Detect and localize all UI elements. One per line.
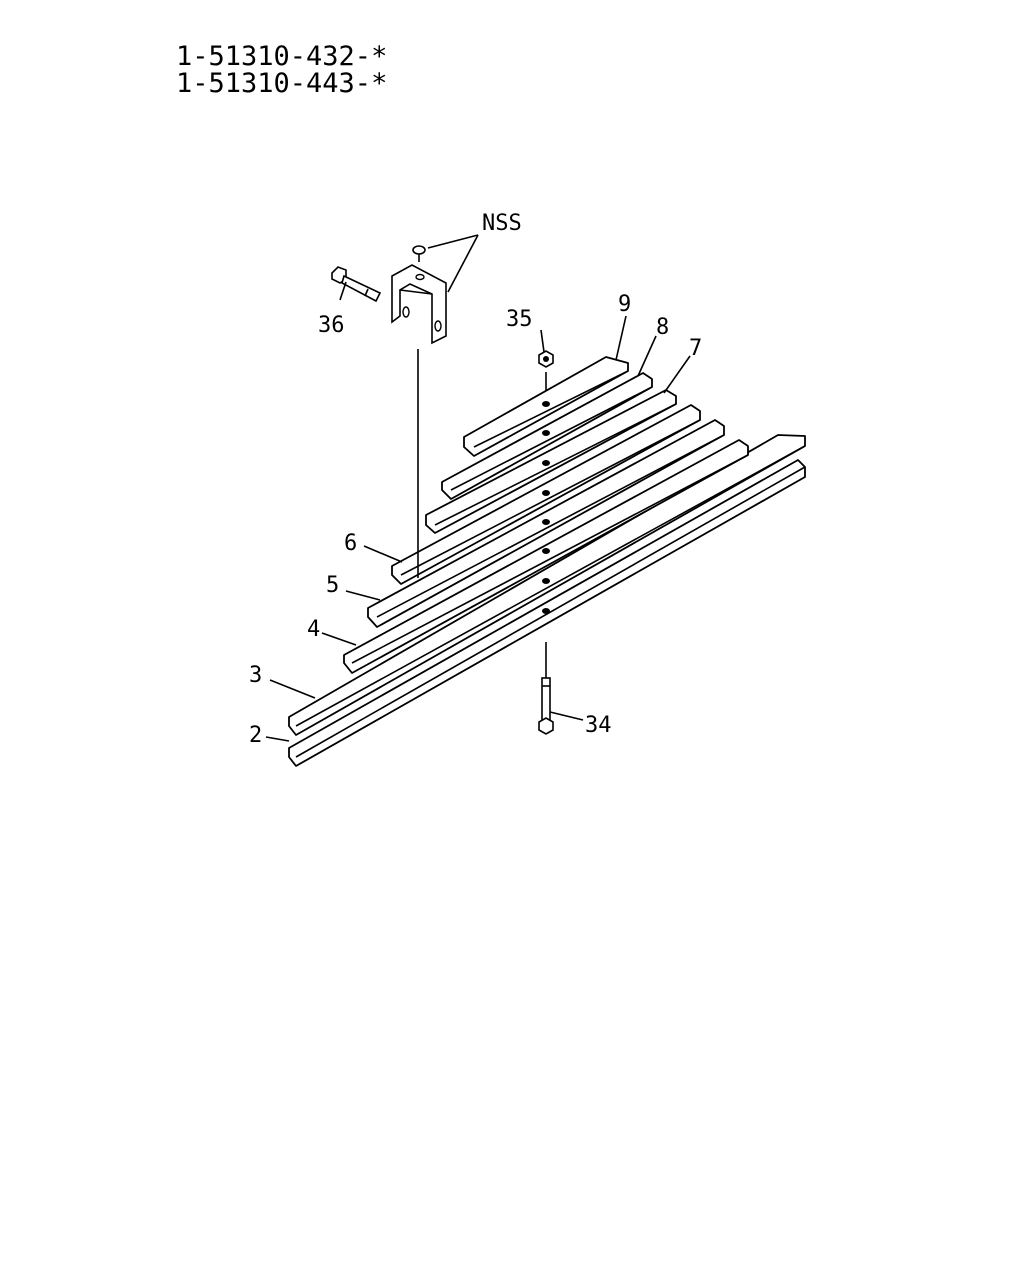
leader-lines — [265, 234, 691, 742]
rivet-icon — [412, 245, 426, 262]
clip-bolt-icon — [331, 266, 382, 303]
callout-35: 35 — [506, 307, 533, 332]
callout-2: 2 — [249, 723, 262, 748]
center-holes — [542, 401, 550, 614]
callout-34: 34 — [585, 713, 612, 738]
callout-9: 9 — [618, 292, 631, 317]
leaf-8 — [441, 372, 653, 500]
callout-4: 4 — [307, 617, 320, 642]
callout-5: 5 — [326, 573, 339, 598]
leaf-4 — [343, 439, 749, 674]
callout-7: 7 — [689, 336, 702, 361]
leaf-3 — [288, 434, 806, 736]
bolt-icon — [538, 642, 554, 735]
nut-icon — [538, 350, 554, 368]
callout-nss: NSS — [482, 211, 522, 236]
callout-36: 36 — [318, 313, 345, 338]
callout-3: 3 — [249, 663, 262, 688]
callout-8: 8 — [656, 315, 669, 340]
part-number-1: 1-51310-432-* — [176, 41, 387, 72]
part-number-2: 1-51310-443-* — [176, 68, 387, 99]
callout-6: 6 — [344, 531, 357, 556]
u-clip-icon — [391, 264, 447, 345]
